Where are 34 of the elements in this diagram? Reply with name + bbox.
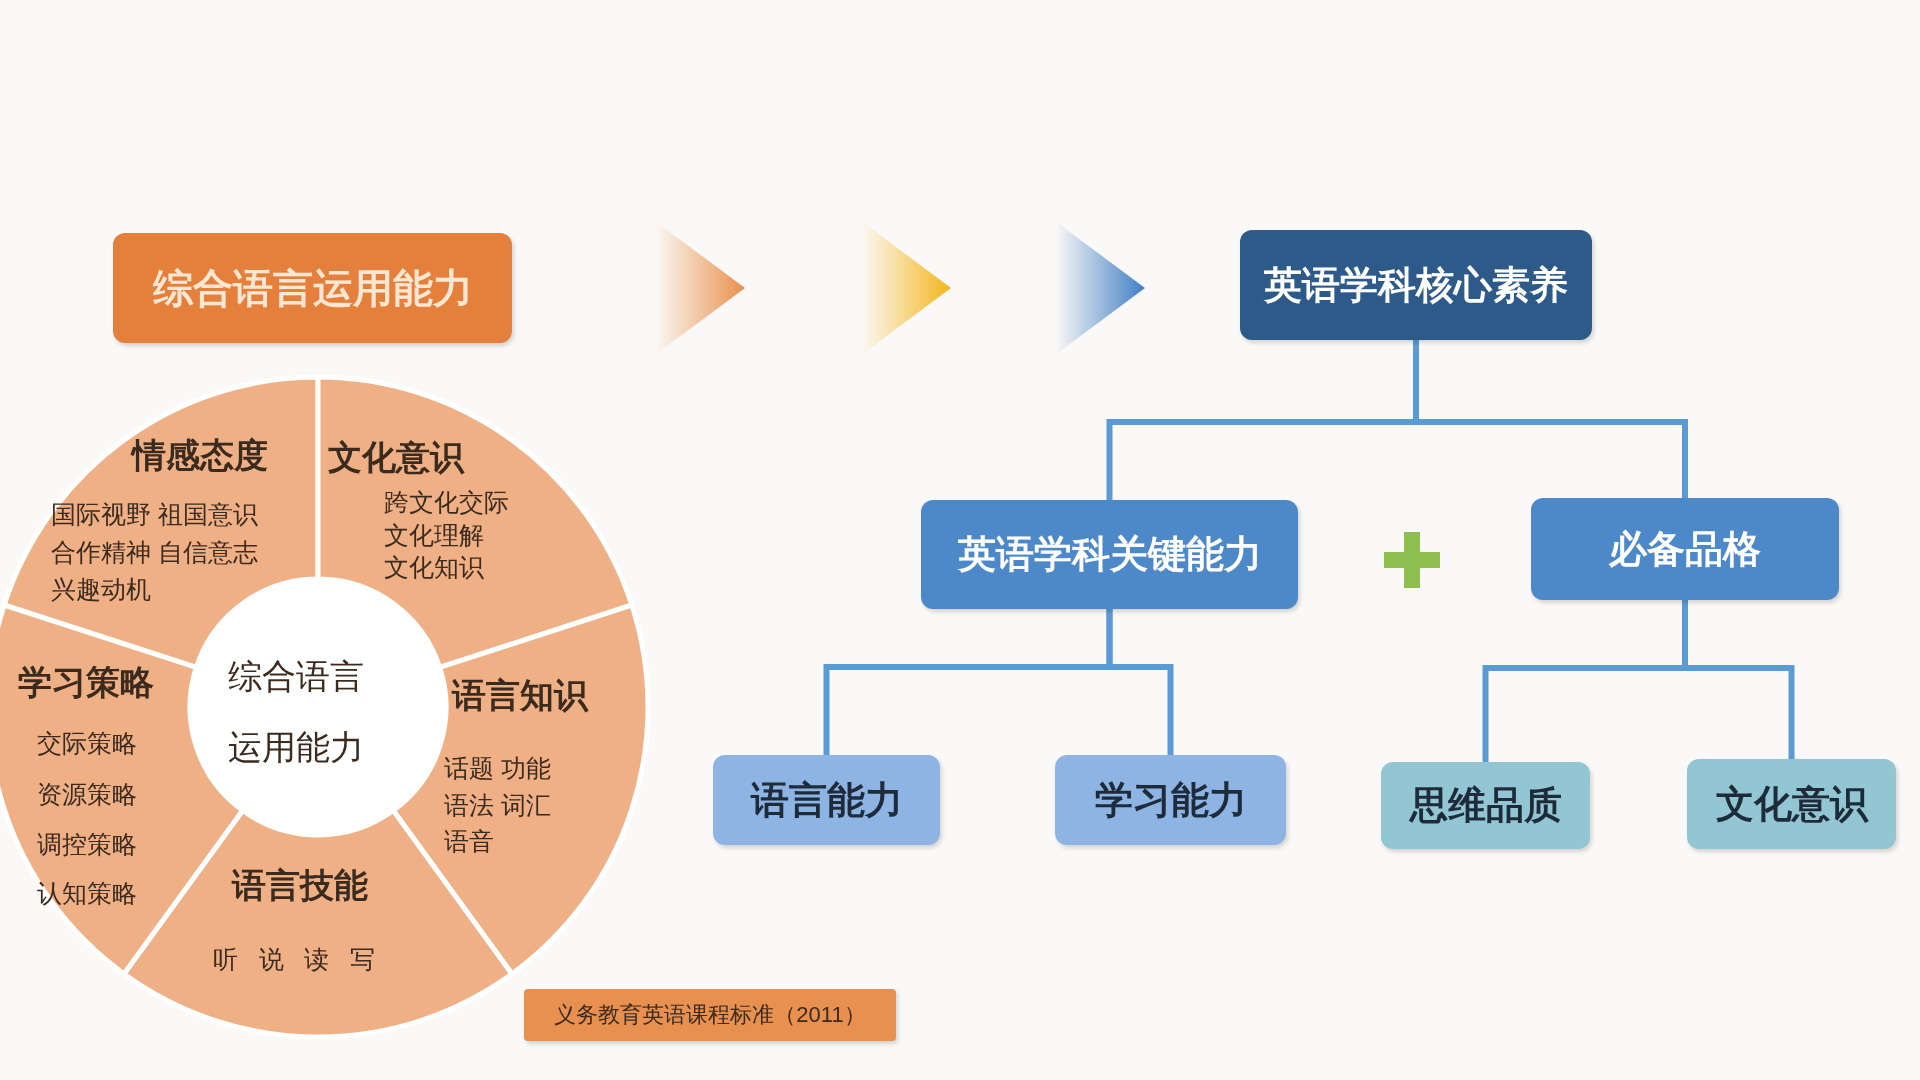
item-box: 语言能力 bbox=[713, 755, 940, 845]
category-box: 必备品格 bbox=[1531, 498, 1839, 600]
source-box: 义务教育英语课程标准（2011） bbox=[524, 989, 896, 1041]
chevron-arrow bbox=[655, 221, 1145, 355]
segment-text: 认知策略 bbox=[37, 880, 137, 906]
item-box: 文化意识 bbox=[1687, 759, 1896, 849]
segment-text: 调控策略 bbox=[37, 831, 137, 857]
segment-text: 听 说 读 写 bbox=[212, 946, 376, 972]
segment-text: 交际策略 bbox=[37, 730, 137, 756]
segment-text: 国际视野 祖国意识 bbox=[51, 501, 258, 527]
connector-line bbox=[1682, 600, 1795, 759]
segment-text: 语音 bbox=[444, 828, 494, 854]
segment-heading: 情感态度 bbox=[132, 438, 268, 472]
segment-text: 合作精神 自信意志 bbox=[51, 539, 258, 565]
segment-text: 语法 词汇 bbox=[444, 792, 551, 818]
connector-line bbox=[1106, 609, 1174, 755]
segment-heading: 语言知识 bbox=[452, 678, 588, 712]
segment-text: 文化理解 bbox=[384, 522, 484, 548]
segment-heading: 文化意识 bbox=[328, 440, 464, 474]
segment-text: 兴趣动机 bbox=[51, 576, 151, 602]
segment-text: 资源策略 bbox=[37, 781, 137, 807]
category-box: 英语学科关键能力 bbox=[921, 500, 1298, 609]
segment-text: 文化知识 bbox=[384, 554, 484, 580]
connector-line bbox=[1413, 340, 1688, 498]
item-box: 学习能力 bbox=[1055, 755, 1286, 845]
segment-text: 话题 功能 bbox=[444, 755, 551, 781]
title-box: 综合语言运用能力 bbox=[113, 233, 512, 343]
segment-text: 跨文化交际 bbox=[384, 489, 509, 515]
core-box: 英语学科核心素养 bbox=[1240, 230, 1592, 340]
item-box: 思维品质 bbox=[1381, 762, 1590, 849]
segment-heading: 语言技能 bbox=[232, 868, 368, 902]
center-text: 运用能力 bbox=[228, 730, 364, 764]
segment-heading: 学习策略 bbox=[18, 665, 154, 699]
center-text: 综合语言 bbox=[228, 659, 364, 693]
